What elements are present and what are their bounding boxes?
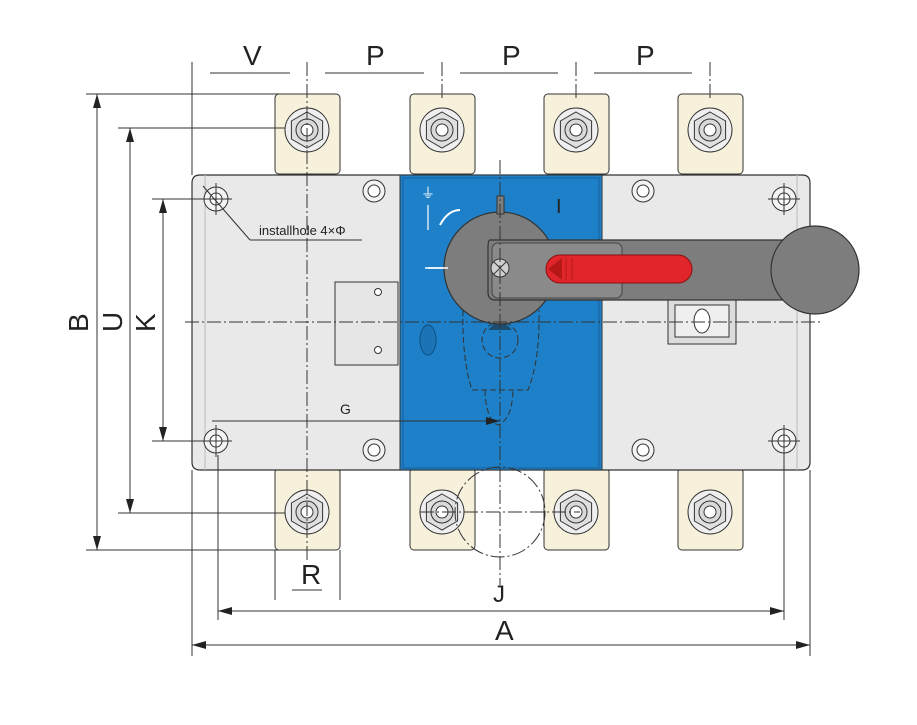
mounting-hole-top-inner-left [362,179,386,203]
dimension-R-label: R [301,559,321,590]
mounting-hole-bottom-inner-right [631,438,655,462]
dimension-G-line [212,417,500,425]
on-position-mark: I [556,196,562,218]
mounting-hole-top-inner-right [631,179,655,203]
dimension-G-label: G [340,401,351,417]
auxiliary-plate [334,281,399,366]
mounting-hole-bottom-inner-left [362,438,386,462]
dimension-J-label: J [493,581,505,608]
left-dimension-lines [86,93,300,551]
dimension-V-label: V [243,40,262,71]
dimension-A-label: A [495,615,514,646]
terminal-top-4 [677,93,744,175]
install-hole-annotation: installhole 4×Φ [259,223,346,238]
terminal-top-2 [409,93,476,175]
dimension-R-lines [274,550,341,600]
top-dimension-lines [191,62,692,175]
operating-handle [428,195,860,325]
terminal-bottom-4 [677,467,744,551]
install-hole-leader [202,185,362,241]
dimension-P1-label: P [366,40,385,71]
dimension-K-label: K [130,313,161,332]
terminal-bottom-3 [543,467,610,551]
status-window [667,297,737,345]
top-terminals [274,93,744,175]
dimension-P2-label: P [502,40,521,71]
earth-symbol: ⏚ [421,185,435,201]
terminal-bottom-1 [274,467,341,551]
dimension-U-label: U [97,312,128,332]
dimension-P3-label: P [636,40,655,71]
terminal-top-3 [543,93,610,175]
terminal-bottom-2 [409,467,476,551]
centre-lines [185,62,820,585]
mounting-holes [200,179,800,462]
bottom-dimension-lines [191,455,811,656]
bottom-terminals [274,467,744,551]
dimension-B-label: B [63,313,94,332]
